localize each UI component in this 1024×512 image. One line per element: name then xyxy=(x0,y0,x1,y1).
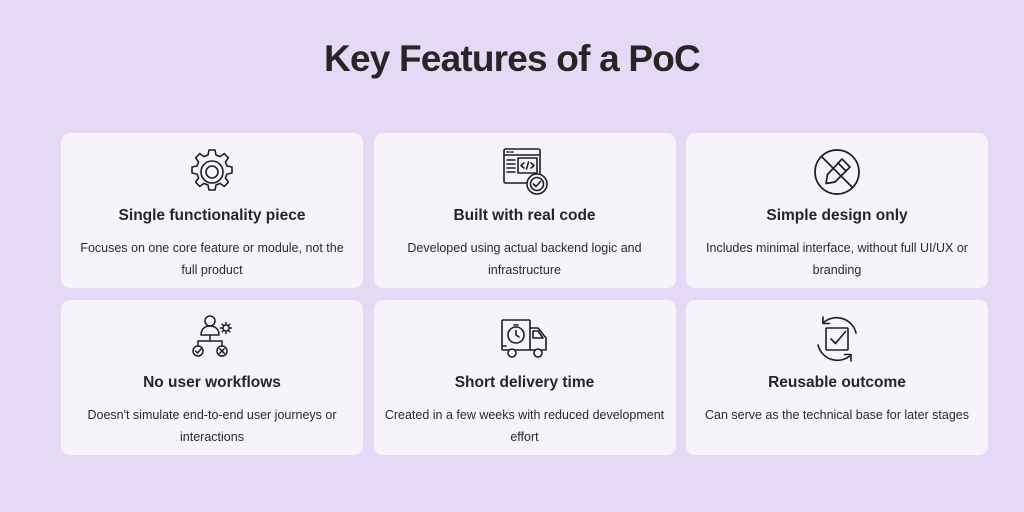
card-description: Created in a few weeks with reduced deve… xyxy=(384,408,665,444)
page-title: Key Features of a PoC xyxy=(324,38,701,79)
user-workflow-icon xyxy=(184,311,240,367)
card-title: Short delivery time xyxy=(454,374,595,391)
card-description: Focuses on one core feature or module, n… xyxy=(80,241,344,277)
card-title: Simple design only xyxy=(766,207,908,224)
features-grid: Single functionality piece Focuses on on… xyxy=(61,133,988,455)
card-title: Single functionality piece xyxy=(118,207,306,224)
feature-card-simple-design: Simple design only Includes minimal inte… xyxy=(686,133,988,288)
gear-icon xyxy=(184,144,240,200)
no-design-pencil-icon xyxy=(809,144,865,200)
feature-card-no-user-workflows: No user workflows Doesn't simulate end-t… xyxy=(61,300,363,455)
feature-card-real-code: Built with real code Developed using act… xyxy=(373,133,676,288)
card-description: Includes minimal interface, without full… xyxy=(706,241,968,277)
feature-card-single-functionality: Single functionality piece Focuses on on… xyxy=(61,133,363,288)
reuse-cycle-check-icon xyxy=(809,311,865,367)
card-title: Built with real code xyxy=(453,207,596,224)
card-description: Developed using actual backend logic and… xyxy=(407,241,642,277)
feature-card-short-delivery: Short delivery time Created in a few wee… xyxy=(373,300,676,455)
feature-card-reusable-outcome: Reusable outcome Can serve as the techni… xyxy=(686,300,988,455)
card-description: Doesn't simulate end-to-end user journey… xyxy=(87,408,337,444)
card-title: Reusable outcome xyxy=(768,374,906,391)
code-window-check-icon xyxy=(497,144,553,200)
card-title: No user workflows xyxy=(143,374,281,391)
delivery-truck-clock-icon xyxy=(497,311,553,367)
card-description: Can serve as the technical base for late… xyxy=(704,408,970,422)
